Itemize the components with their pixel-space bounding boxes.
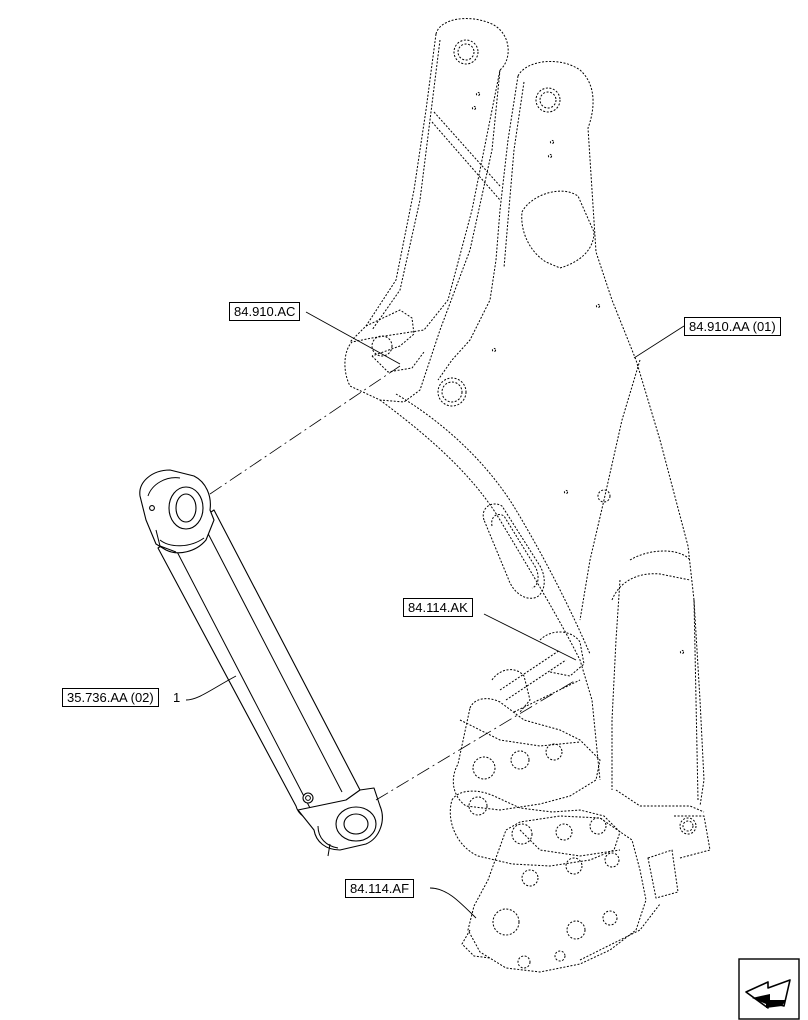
- upper-pin-centerline: [209, 365, 401, 495]
- leader-84-910-ac: [305, 311, 401, 365]
- lower-pin-centerline: [375, 679, 577, 801]
- item-number-cylinder: 1: [173, 690, 181, 705]
- callout-84-114-ak[interactable]: 84.114.AK: [403, 598, 473, 617]
- callout-84-114-af[interactable]: 84.114.AF: [345, 879, 415, 898]
- callout-35-736-aa[interactable]: 35.736.AA (02): [62, 688, 159, 707]
- loader-arm-frame: [344, 18, 711, 973]
- leader-84-910-aa: [633, 325, 685, 359]
- hydraulic-cylinder: [139, 469, 383, 857]
- leader-84-114-ak: [483, 613, 577, 661]
- next-page-arrow-icon[interactable]: [738, 958, 800, 1020]
- leader-84-114-af: [429, 887, 477, 919]
- callout-84-910-ac[interactable]: 84.910.AC: [229, 302, 301, 321]
- callout-84-910-aa[interactable]: 84.910.AA (01): [684, 317, 781, 336]
- leader-35-736-aa: [185, 675, 237, 701]
